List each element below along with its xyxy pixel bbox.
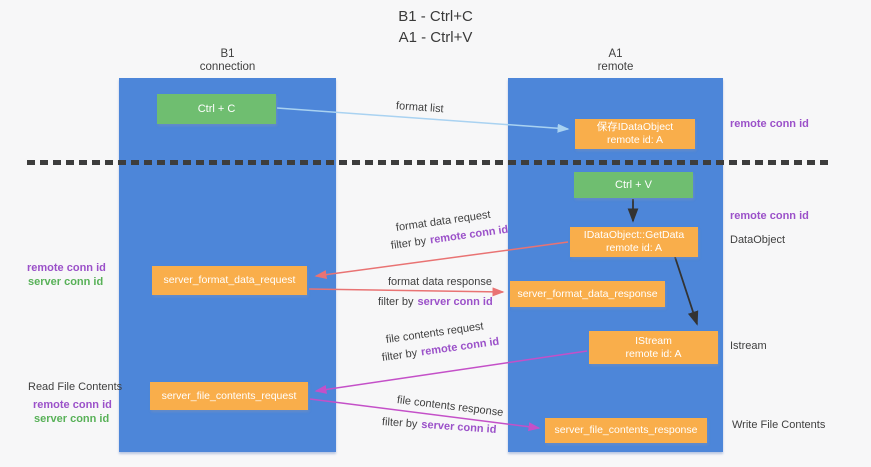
node-server-format-data-request: server_format_data_request — [152, 266, 307, 295]
right-annot-remote-conn-id-1: remote conn id — [730, 118, 809, 130]
node-server-file-contents-response-label: server_file_contents_response — [554, 424, 698, 436]
server-conn-id-text: server conn id — [417, 296, 493, 308]
edge-label-format-list: format list — [395, 100, 444, 116]
lane-left-title: B1 — [220, 48, 235, 60]
lane-header-right: A1 remote — [508, 48, 723, 74]
dashed-divider — [27, 160, 833, 165]
node-getdata-line1: IDataObject::GetData — [583, 229, 685, 241]
node-getdata-line2: remote id: A — [605, 242, 663, 254]
node-ctrl-v-label: Ctrl + V — [615, 179, 652, 191]
right-annot-write-file-contents: Write File Contents — [732, 419, 826, 431]
filter-by-text: filter by — [378, 296, 414, 308]
node-ctrl-c-label: Ctrl + C — [197, 103, 236, 115]
left-annot-server-conn-id-2: server conn id — [34, 413, 110, 425]
node-server-file-contents-request-label: server_file_contents_request — [161, 389, 297, 402]
left-annot-remote-conn-id-2: remote conn id — [33, 399, 112, 411]
diagram-title-line1: B1 - Ctrl+C — [398, 8, 473, 25]
diagram-title-line2: A1 - Ctrl+V — [398, 29, 473, 46]
filter-by-text: filter by — [381, 347, 418, 364]
node-server-file-contents-response: server_file_contents_response — [545, 418, 707, 443]
node-server-file-contents-request: server_file_contents_request — [150, 382, 308, 410]
node-istream: IStream remote id: A — [589, 331, 718, 364]
node-server-format-data-request-label: server_format_data_request — [163, 274, 296, 286]
lane-right-subtitle: remote — [597, 61, 634, 73]
right-annot-istream: Istream — [730, 340, 767, 352]
left-annot-read-file-contents: Read File Contents — [28, 381, 123, 393]
left-annot-remote-conn-id-1: remote conn id — [27, 262, 106, 274]
node-ctrl-c: Ctrl + C — [157, 94, 276, 124]
node-ctrl-v: Ctrl + V — [574, 172, 693, 198]
node-save-dataobject-line2: remote id: A — [606, 134, 664, 146]
node-save-dataobject: 保存IDataObject remote id: A — [575, 119, 695, 149]
lane-left-subtitle: connection — [199, 61, 256, 73]
diagram-title: B1 - Ctrl+C A1 - Ctrl+V — [0, 6, 871, 48]
lane-header-left: B1 connection — [119, 48, 336, 74]
node-istream-line2: remote id: A — [625, 347, 682, 360]
filter-by-text: filter by — [381, 416, 418, 431]
node-server-format-data-response: server_format_data_response — [510, 281, 665, 307]
lane-right-title: A1 — [608, 48, 623, 60]
node-server-format-data-response-label: server_format_data_response — [517, 287, 658, 300]
left-annot-server-conn-id-1: server conn id — [28, 276, 104, 288]
node-istream-line1: IStream — [635, 334, 672, 347]
right-annot-dataobject: DataObject — [730, 234, 786, 246]
right-annot-remote-conn-id-2: remote conn id — [730, 210, 809, 222]
server-conn-id-text: server conn id — [420, 418, 497, 436]
edge-label-format-data-response: format data response — [388, 276, 492, 288]
filter-by-text: filter by — [390, 235, 427, 252]
arrow-format-data-response — [308, 287, 505, 297]
edge-label-file-contents-response: file contents response — [396, 394, 504, 419]
node-getdata: IDataObject::GetData remote id: A — [570, 227, 698, 257]
node-save-dataobject-line1: 保存IDataObject — [596, 121, 674, 133]
